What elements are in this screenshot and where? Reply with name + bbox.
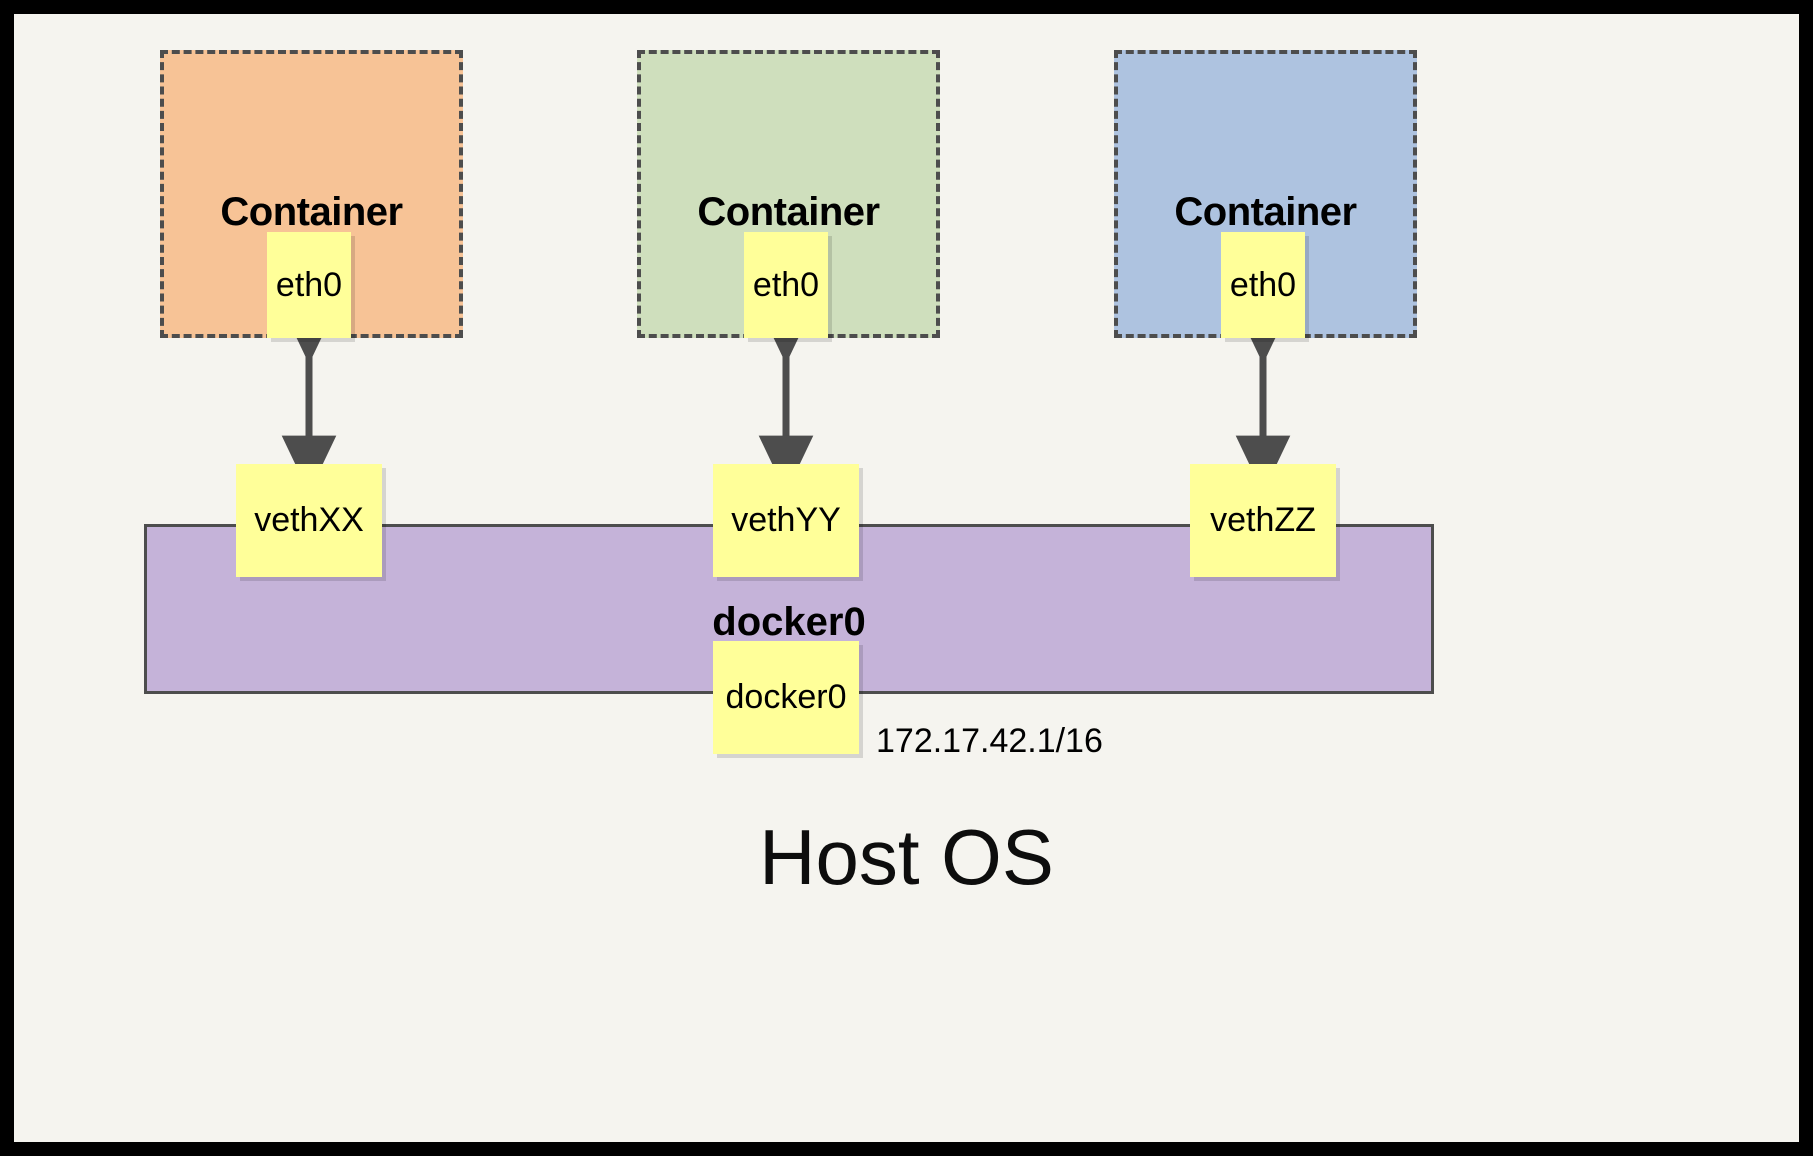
- veth-box-xx[interactable]: vethXX: [236, 464, 382, 577]
- container-title-3: Container: [1174, 190, 1357, 234]
- veth-label-yy: vethYY: [731, 501, 841, 539]
- eth0-label-1: eth0: [275, 265, 343, 304]
- eth0-label-2: eth0: [752, 265, 820, 304]
- container-title-1: Container: [220, 190, 403, 234]
- docker0-ip-label: 172.17.42.1/16: [876, 722, 1103, 760]
- veth-box-zz[interactable]: vethZZ: [1190, 464, 1336, 577]
- eth0-label-3: eth0: [1229, 265, 1297, 304]
- container-box-1[interactable]: Container: [160, 50, 463, 338]
- veth-label-zz: vethZZ: [1210, 501, 1316, 539]
- eth0-box-3[interactable]: eth0: [1221, 232, 1305, 338]
- veth-box-yy[interactable]: vethYY: [713, 464, 859, 577]
- docker0-port-label: docker0: [725, 678, 847, 716]
- container-title-2: Container: [697, 190, 880, 234]
- docker0-port-box[interactable]: docker0: [713, 641, 859, 754]
- host-os-label: Host OS: [759, 813, 1054, 901]
- eth0-box-2[interactable]: eth0: [744, 232, 828, 338]
- eth0-box-1[interactable]: eth0: [267, 232, 351, 338]
- diagram-canvas: Container eth0 Container eth0 Container …: [14, 14, 1799, 1142]
- docker0-bridge-label: docker0: [712, 600, 866, 644]
- veth-label-xx: vethXX: [254, 501, 364, 539]
